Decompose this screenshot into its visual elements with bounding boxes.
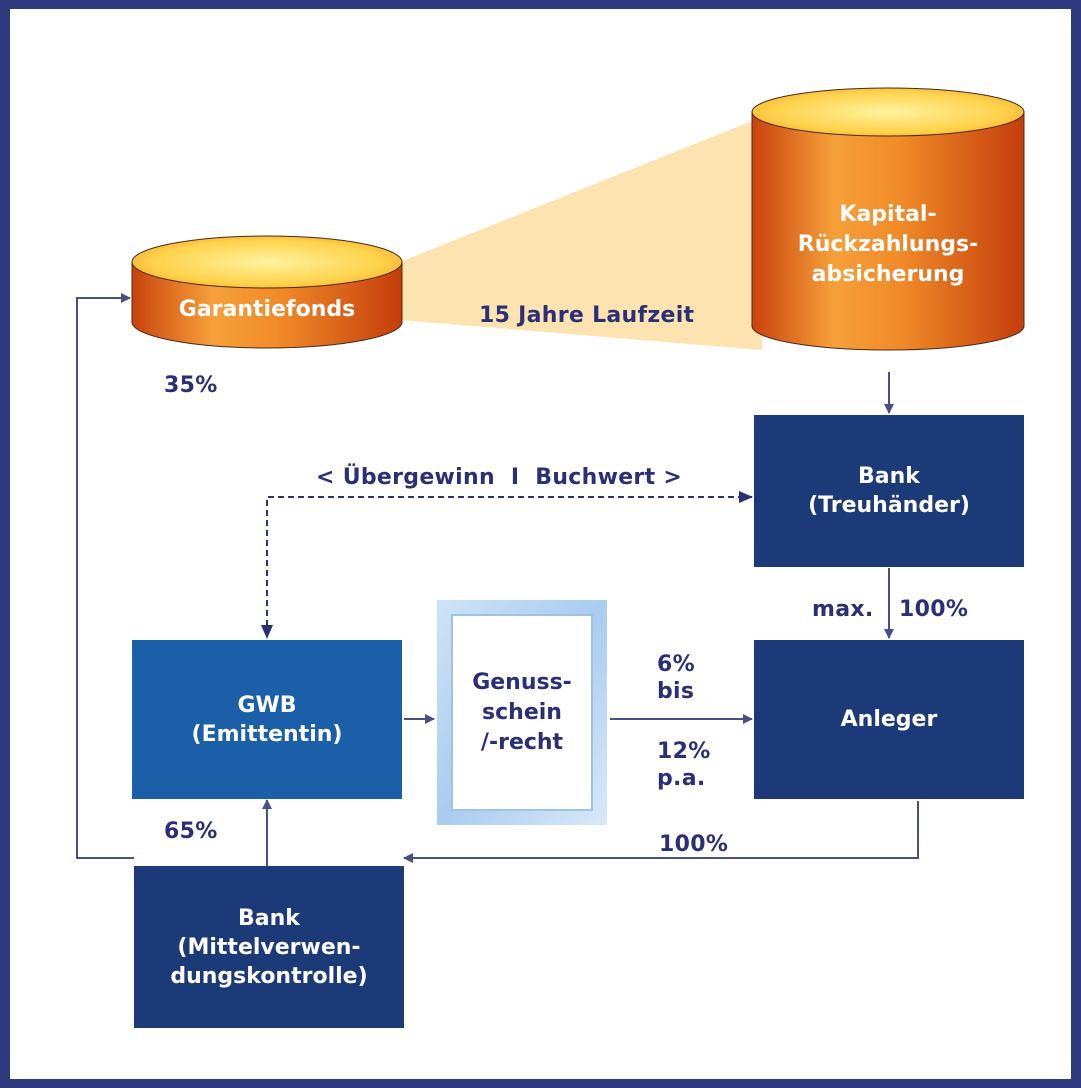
- pct-100-top-label: 100%: [899, 597, 969, 622]
- kapital-line-1: Kapital-: [839, 202, 937, 227]
- duration-beam: [400, 117, 762, 350]
- garantiefonds-cylinder: [131, 235, 403, 349]
- laufzeit-label: 15 Jahre Laufzeit: [479, 303, 695, 328]
- line-dashed-uebergewinn: [266, 491, 753, 636]
- kapital-cylinder: [751, 87, 1025, 351]
- bis-label: bis: [657, 679, 695, 704]
- max-label: max.: [812, 597, 874, 622]
- line-anleger-to-bank-mittel: [403, 801, 919, 863]
- gwb-box: GWB (Emittentin): [132, 640, 402, 799]
- pct-35-label: 35%: [164, 373, 218, 398]
- genussschein-frame: [437, 600, 607, 825]
- pct-65-label: 65%: [164, 819, 218, 844]
- kapital-line-2: Rückzahlungs-: [797, 232, 979, 257]
- bank-treuhaender-box: Bank (Treuhänder): [754, 415, 1024, 567]
- bank-mittel-box: Bank (Mittelverwen- dungskontrolle): [134, 866, 404, 1028]
- kapital-label: Kapital- Rückzahlungs- absicherung: [752, 195, 1024, 295]
- uebergewinn-label: < Übergewinn I Buchwert >: [316, 465, 683, 490]
- kapital-line-3: absicherung: [811, 262, 965, 287]
- pct-100-bottom-label: 100%: [659, 832, 729, 857]
- pa-label: p.a.: [657, 766, 706, 791]
- anleger-box: Anleger: [754, 640, 1024, 799]
- pct-6-label: 6%: [657, 652, 695, 677]
- pct-12-label: 12%: [657, 739, 711, 764]
- genussschein-label: Genuss- schein /-recht: [472, 669, 572, 755]
- line-bank-mittel-to-garantiefonds: [76, 293, 134, 859]
- garantiefonds-label: Garantiefonds: [178, 297, 356, 322]
